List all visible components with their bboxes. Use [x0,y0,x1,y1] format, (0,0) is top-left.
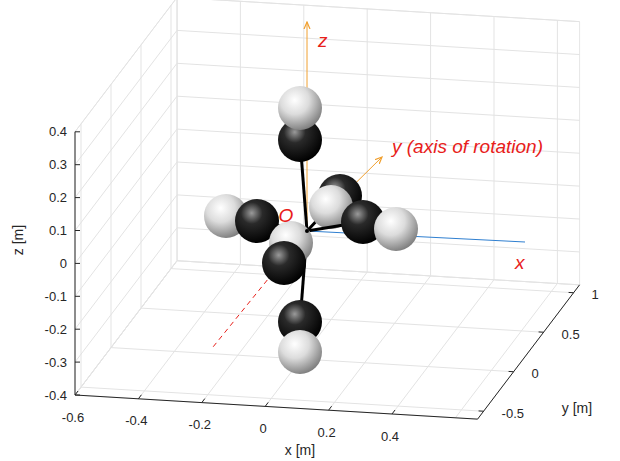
grid-line [569,292,574,293]
tick-label: -0.3 [45,356,67,369]
grid-line [455,284,557,418]
grid-line [329,406,332,410]
grid-line [75,197,80,198]
grid-lines [75,0,580,418]
tick-label: 0.4 [49,125,67,138]
grid-line [177,0,580,22]
grid-line [75,263,80,264]
axis-annotation: z [318,31,328,50]
tick-label: 0.4 [381,430,399,443]
grid-line [75,129,177,263]
axes-box [75,0,580,419]
tick-label: 0.2 [49,191,67,204]
grid-line [509,371,514,372]
grid-line [265,272,367,406]
grid-line [75,162,177,296]
axis-title: y [m] [562,401,592,415]
white-sphere [278,86,322,130]
axis-lines [75,132,580,419]
axis-annotation: x [515,253,525,272]
grid-line [75,195,177,329]
tick-label: 0 [532,367,539,380]
tick-label: 0 [60,257,67,270]
white-sphere [278,330,322,374]
tick-label: -0.5 [502,407,524,420]
tick-label: 0 [260,422,267,435]
grid-line [75,131,80,132]
grid-line [478,285,580,419]
grid-line [392,410,395,414]
grid-line [265,402,268,406]
grid-line [75,0,177,132]
tick-label: -0.2 [45,323,67,336]
tick-label: -0.1 [45,290,67,303]
grid-line [392,280,494,414]
grid-line [177,96,580,120]
tick-label: -0.6 [62,411,84,424]
grid-line [177,63,580,87]
tick-label: 0.3 [49,158,67,171]
grid-line [141,308,544,332]
grid-line [75,362,80,363]
grid-line [75,228,177,362]
axes-wall [177,0,580,285]
grid-line [539,331,544,332]
white-sphere [374,207,418,251]
grid-line [75,329,80,330]
grid-line [479,410,484,411]
grid-line [75,296,80,297]
axis-title: x [m] [285,443,315,457]
tick-label: -0.4 [125,414,147,427]
grid-line [138,395,141,399]
grid-line [75,164,80,165]
axis-annotation: y (axis of rotation) [392,137,543,156]
tick-label: 0.5 [562,328,580,341]
axes-wall [75,0,177,395]
grid-line [75,63,177,197]
grid-line [75,230,80,231]
grid-line [202,399,205,403]
grid-line [75,391,78,395]
tick-label: 0.2 [318,426,336,439]
tick-label: -0.4 [45,389,67,402]
axis-title: z [m] [11,225,25,255]
grid-line [75,30,177,164]
tick-label: 1 [592,288,599,301]
grid-line [177,30,580,54]
origin-point [305,229,309,233]
tick-label: -0.2 [189,418,211,431]
black-sphere [262,241,306,285]
grid-line [75,261,177,395]
grid-line [75,261,177,395]
origin-annotation: O [279,206,294,225]
grid-line [329,276,431,410]
tick-label: 0.1 [49,224,67,237]
grid-line [75,96,177,230]
grid-line [177,162,580,186]
